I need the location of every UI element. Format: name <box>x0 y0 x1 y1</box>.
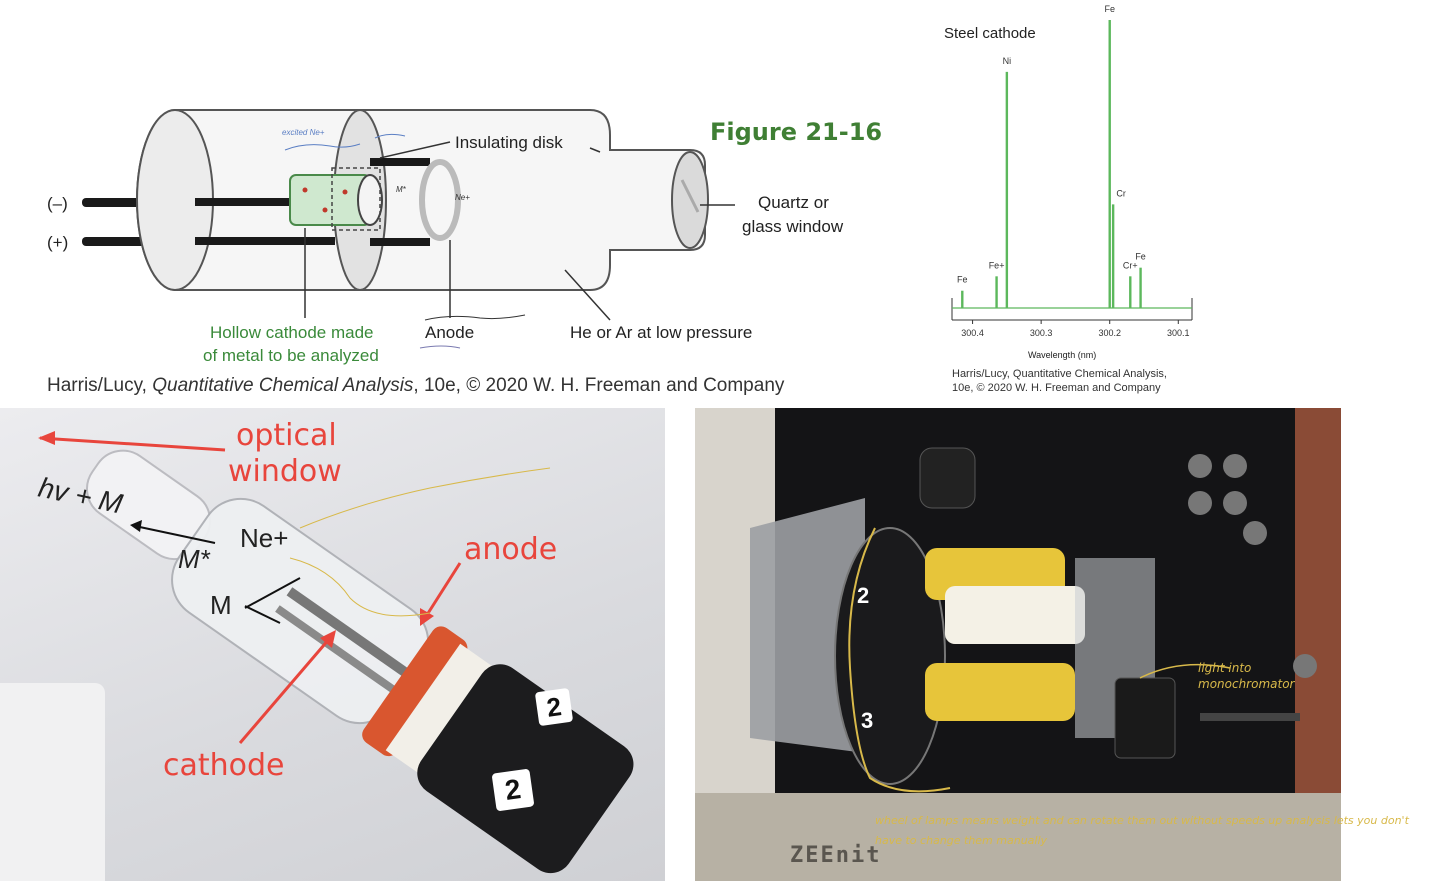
quartz-window <box>671 151 709 249</box>
handwritten-note-2: M* <box>396 185 406 194</box>
optical-window-label-2: window <box>228 454 342 489</box>
turret-slot-3: 3 <box>861 708 874 733</box>
peak-label: Ni <box>1003 56 1012 66</box>
lamp-turret-drawing <box>750 447 1317 793</box>
gas-label: He or Ar at low pressure <box>570 323 753 342</box>
x-tick-label: 300.1 <box>1167 328 1190 338</box>
peak-label: Cr+ <box>1123 260 1138 270</box>
equation-m: M <box>210 590 232 620</box>
turret-disk <box>834 527 946 785</box>
arrow-anode <box>423 562 462 619</box>
spectrum-credit: Harris/Lucy, Quantitative Chemical Analy… <box>952 367 1202 395</box>
hollow-cathode-label-2: of metal to be analyzed <box>203 346 379 365</box>
quartz-window-label-2: glass window <box>742 217 844 236</box>
brand-label: ZEEnit <box>790 843 882 868</box>
spectrum-credit-line1: Harris/Lucy, Quantitative Chemical Analy… <box>952 368 1167 380</box>
optical-window-label-1: optical <box>236 418 337 453</box>
turret-lamp-2 <box>925 663 1075 721</box>
spectrum-title: Steel cathode <box>944 25 1036 42</box>
spectrum-credit-line2: 10e, © 2020 W. H. Freeman and Company <box>952 382 1161 394</box>
handwritten-note-3: Ne+ <box>455 193 470 202</box>
equation-mstar: M* <box>178 544 210 574</box>
slot-badge-2: 2 <box>491 768 535 812</box>
cathode-photo-label: cathode <box>163 748 285 783</box>
terminal-minus-label: (–) <box>47 194 68 213</box>
photo-paper-corner <box>0 683 105 881</box>
handwritten-note-1: excited Ne+ <box>282 128 325 137</box>
annotation-monochromator: light into monochromator <box>1198 661 1295 691</box>
instrument-front-panel <box>695 793 1341 881</box>
peak-label: Fe <box>1135 252 1146 262</box>
hollow-cathode-diagram: (–) (+) Insulating disk Quartz or glass … <box>0 0 900 405</box>
diagram-credit: Harris/Lucy, Quantitative Chemical Analy… <box>47 375 785 396</box>
arrow-cathode <box>238 637 332 744</box>
figure-title: Figure 21-16 <box>710 118 883 146</box>
peak-label: Fe <box>957 275 968 285</box>
peak-label: Fe <box>1104 4 1115 14</box>
instrument-photo: 2 3 ZEEnit light into monochromator whee… <box>695 408 1440 881</box>
peak-label: Cr <box>1116 188 1126 198</box>
spectrum-xlabel: Wavelength (nm) <box>1028 350 1097 360</box>
arrow-window <box>39 436 226 452</box>
anode-ring <box>419 159 461 241</box>
anode-photo-label: anode <box>464 532 558 567</box>
anode-label: Anode <box>425 323 475 342</box>
quartz-window-label-1: Quartz or <box>758 193 829 212</box>
peak-label: Fe+ <box>989 260 1005 270</box>
x-tick-label: 300.4 <box>961 328 984 338</box>
x-tick-label: 300.2 <box>1098 328 1121 338</box>
terminal-plus-label: (+) <box>47 233 69 252</box>
hollow-cathode-label-1: Hollow cathode made <box>210 323 374 342</box>
x-tick-label: 300.3 <box>1030 328 1053 338</box>
lamp-collar <box>362 626 468 757</box>
annotation-wheel: wheel of lamps means weight and can rota… <box>875 814 1409 847</box>
turret-slot-2: 2 <box>857 583 870 608</box>
insulating-disk-label: Insulating disk <box>455 133 563 152</box>
equation-ne: Ne+ <box>240 523 289 553</box>
lamp-photo: optical window anode cathode hv + M M* N… <box>0 408 665 881</box>
lamp-schematic <box>82 109 735 349</box>
slot-badge-1: 2 <box>534 687 574 727</box>
